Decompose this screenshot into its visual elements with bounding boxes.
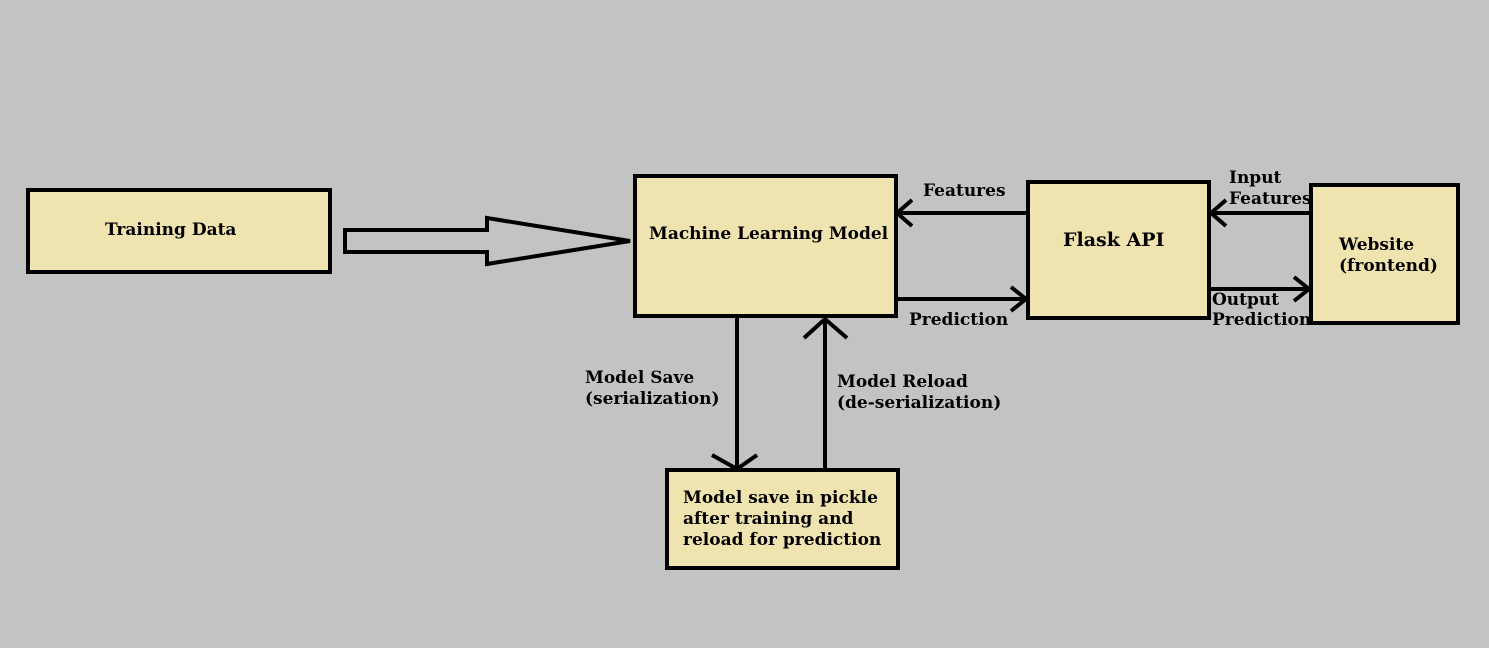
training-data-label: Training Data [105, 220, 237, 240]
input-features-arrow [1207, 198, 1311, 228]
pickle-label-line1: Model save in pickle [683, 488, 878, 508]
training-to-model-arrow [343, 215, 631, 267]
pickle-label-line2: after training and [683, 509, 854, 529]
model-save-label-line2: (serialization) [585, 389, 720, 409]
features-arrow [893, 198, 1028, 228]
input-features-label-line1: Input [1229, 168, 1282, 188]
prediction-edge-label: Prediction [909, 310, 1009, 330]
input-features-label-line2: Features [1229, 189, 1312, 209]
ml-model-box: Machine Learning Model [633, 174, 898, 318]
model-reload-arrow [802, 316, 849, 471]
model-save-label-line1: Model Save [585, 368, 695, 388]
pickle-box: Model save in pickle after training and … [665, 468, 900, 570]
flask-api-label: Flask API [1063, 229, 1165, 251]
model-reload-label-line1: Model Reload [837, 372, 968, 392]
output-prediction-label-line2: Prediction [1212, 310, 1312, 330]
output-prediction-label-line1: Output [1212, 290, 1280, 310]
ml-model-label: Machine Learning Model [649, 224, 889, 244]
website-label-line1: Website [1339, 235, 1415, 255]
website-label-line2: (frontend) [1339, 256, 1438, 276]
features-edge-label: Features [923, 181, 1006, 201]
pickle-label-line3: reload for prediction [683, 530, 882, 550]
model-reload-label-line2: (de-serialization) [837, 393, 1002, 413]
prediction-arrow [894, 285, 1030, 313]
flask-api-box: Flask API [1026, 180, 1211, 320]
website-box: Website (frontend) [1309, 183, 1460, 325]
training-data-box: Training Data [26, 188, 332, 274]
